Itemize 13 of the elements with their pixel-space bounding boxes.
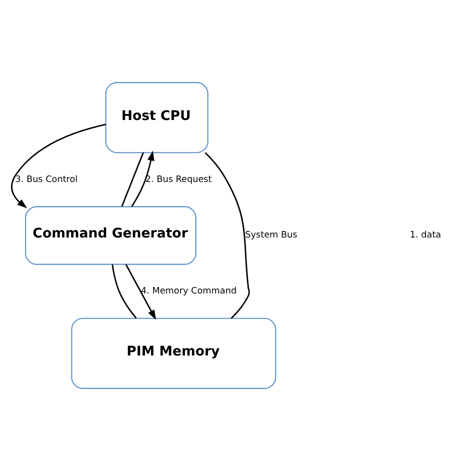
arrow xyxy=(11,123,106,208)
edge-label: 4. Memory Command xyxy=(140,286,237,296)
connector xyxy=(112,264,137,318)
arrow xyxy=(125,264,156,320)
connector xyxy=(204,152,250,318)
edge-label: 3. Bus Control xyxy=(15,174,78,184)
arrow xyxy=(131,150,154,206)
node-box: Command Generator xyxy=(25,206,196,264)
node-box: PIM Memory xyxy=(71,317,276,388)
label: 1. data xyxy=(410,230,442,240)
node-box: Host CPU xyxy=(105,82,208,153)
connector xyxy=(121,152,144,206)
edge-label: System Bus xyxy=(245,230,298,240)
